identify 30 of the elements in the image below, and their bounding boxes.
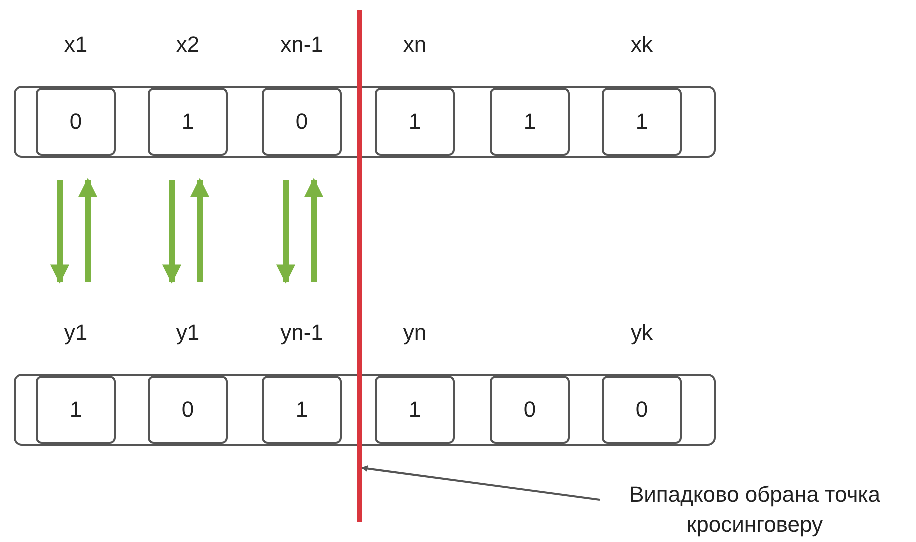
gene-cell: 1	[36, 376, 116, 444]
gene-cell: 0	[602, 376, 682, 444]
arrow	[78, 178, 98, 282]
gene-cell: 1	[490, 88, 570, 156]
gene-label: x1	[63, 31, 89, 59]
gene-cell: 1	[148, 88, 228, 156]
gene-label: yn-1	[280, 319, 324, 347]
gene-label: xn-1	[280, 31, 324, 59]
arrow	[190, 178, 210, 282]
gene-cell: 1	[375, 88, 455, 156]
gene-cell: 1	[375, 376, 455, 444]
arrow	[304, 178, 324, 282]
gene-cell: 0	[490, 376, 570, 444]
gene-label: yn	[402, 319, 428, 347]
gene-label: xk	[630, 31, 654, 59]
gene-cell: 1	[262, 376, 342, 444]
gene-cell: 0	[148, 376, 228, 444]
gene-label: y1	[175, 319, 201, 347]
annotation-text: Випадково обрана точка кросинговеру	[600, 480, 910, 540]
gene-label: y1	[63, 319, 89, 347]
gene-label: xn	[402, 31, 428, 59]
arrow	[162, 180, 182, 284]
gene-cell: 0	[36, 88, 116, 156]
leader-arrow	[361, 466, 600, 501]
gene-cell: 1	[602, 88, 682, 156]
arrow	[50, 180, 70, 284]
gene-cell: 0	[262, 88, 342, 156]
gene-label: x2	[175, 31, 201, 59]
gene-label: yk	[630, 319, 654, 347]
arrow	[276, 180, 296, 284]
